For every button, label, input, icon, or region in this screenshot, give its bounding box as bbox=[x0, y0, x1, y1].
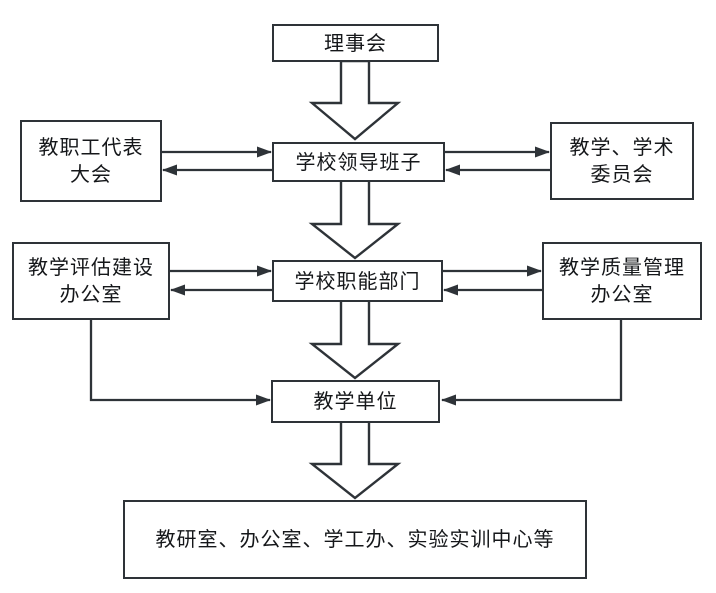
node-board: 理事会 bbox=[272, 24, 439, 62]
node-teaching-units: 教学单位 bbox=[271, 380, 440, 423]
node-quality-office: 教学质量管理 办公室 bbox=[542, 242, 702, 320]
node-academic-committee: 教学、学术 委员会 bbox=[550, 122, 694, 200]
node-leadership: 学校领导班子 bbox=[272, 142, 445, 182]
arrow-quality-to-teaching-units bbox=[441, 320, 623, 406]
node-functional-departments: 学校职能部门 bbox=[272, 260, 443, 302]
node-sub-units: 教研室、办公室、学工办、实验实训中心等 bbox=[123, 500, 587, 579]
node-evaluation-office: 教学评估建设 办公室 bbox=[12, 242, 170, 320]
arrow-eval-to-teaching-units bbox=[89, 320, 271, 406]
block-arrow-leadership-to-functional bbox=[308, 178, 402, 260]
block-arrow-teaching-units-to-sub-units bbox=[308, 419, 402, 500]
block-arrow-board-to-leadership bbox=[308, 59, 402, 141]
block-arrow-functional-to-teaching-units bbox=[308, 298, 402, 380]
node-staff-congress: 教职工代表 大会 bbox=[20, 120, 162, 202]
